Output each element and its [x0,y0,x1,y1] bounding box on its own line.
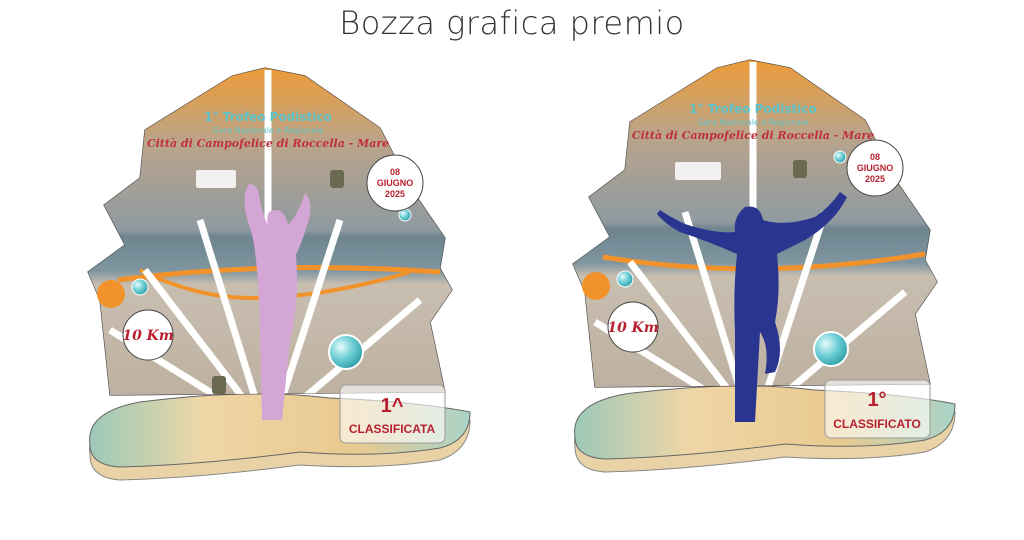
trophy-title: 1° Trofeo Podistico [204,110,331,124]
bubble [328,334,364,370]
runner-silhouette [244,183,311,420]
trophy-city: Città di Campofelice di Roccella - Mare [632,129,874,142]
date-month: GIUGNO [857,163,894,173]
sponsor-logo [196,170,236,188]
date-year: 2025 [385,189,405,199]
trophy-subtitle: Gara Nazionale e Regionale [213,126,324,135]
bubble [813,331,849,367]
date-year: 2025 [865,174,885,184]
distance-circle [607,301,659,353]
date-day: 08 [870,152,880,162]
trophy-subtitle: Gara Nazionale e Regionale [698,118,809,127]
placement-box [824,379,931,439]
place-number: 1^ [381,395,404,417]
distance-circle [122,309,174,361]
crest-icon [212,376,226,394]
trophy-right: 1° Trofeo Podistico Gara Nazionale e Reg… [572,59,956,473]
date-circle [846,139,904,197]
trophy-left: 1° Trofeo Podistico Gara Nazionale e Reg… [87,67,471,481]
crest-icon [330,170,344,188]
distance-label: 10 Km [607,320,658,336]
trophy-title: 1° Trofeo Podistico [689,102,816,116]
place-label: CLASSIFICATO [833,417,921,431]
crest-icon [793,160,807,178]
page-title: Bozza grafica premio [339,4,685,42]
bubble [833,150,847,164]
sponsor-logo [675,162,721,180]
orange-dot [582,272,610,300]
date-month: GIUGNO [377,178,414,188]
runner-silhouette [657,192,847,422]
trophy-city: Città di Campofelice di Roccella - Mare [147,137,389,150]
orange-dot [97,280,125,308]
place-number: 1° [867,389,886,411]
bubble [616,270,634,288]
date-circle [366,154,424,212]
date-day: 08 [390,167,400,177]
placement-box [339,384,446,444]
distance-label: 10 Km [122,328,173,344]
place-label: CLASSIFICATA [349,422,436,436]
bubble [131,278,149,296]
